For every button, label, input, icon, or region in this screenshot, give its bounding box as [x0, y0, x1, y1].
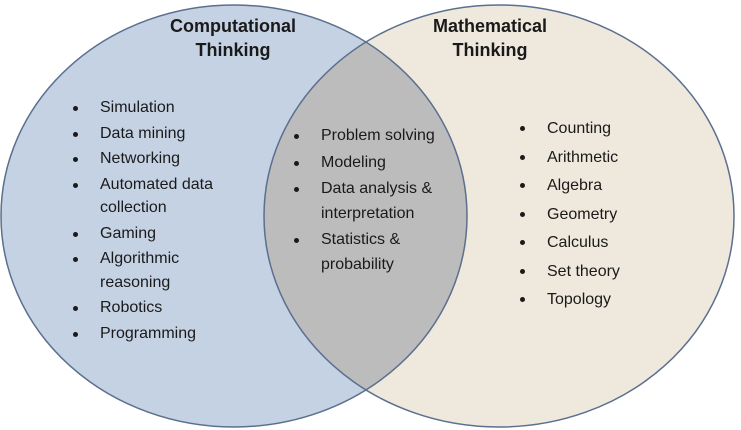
list-item: Robotics — [68, 296, 238, 320]
list-item: Networking — [68, 147, 238, 171]
title-line: Computational — [170, 16, 296, 36]
list-item: Algorithmic reasoning — [68, 247, 238, 294]
computational-thinking-title: Computational Thinking — [148, 14, 318, 62]
right-circle-outline — [263, 4, 735, 428]
list-item: Geometry — [515, 202, 665, 227]
mathematical-thinking-list: Counting Arithmetic Algebra Geometry Cal… — [515, 116, 665, 316]
overlap-region — [264, 5, 467, 427]
list-item: Arithmetic — [515, 145, 665, 170]
computational-thinking-list: Simulation Data mining Networking Automa… — [68, 96, 238, 347]
title-line: Thinking — [195, 40, 271, 60]
list-item: Modeling — [289, 151, 459, 176]
left-circle-outline — [0, 4, 468, 428]
list-item: Algebra — [515, 173, 665, 198]
list-item: Set theory — [515, 259, 665, 284]
list-item: Programming — [68, 322, 238, 346]
title-line: Mathematical — [432, 16, 548, 36]
list-item: Topology — [515, 287, 665, 312]
title-line: Thinking — [452, 40, 528, 60]
list-item: Data mining — [68, 122, 238, 146]
list-item: Problem solving — [289, 124, 459, 149]
mathematical-thinking-title: Mathematical Thinking — [405, 14, 575, 62]
list-item: Gaming — [68, 222, 238, 246]
list-item: Simulation — [68, 96, 238, 120]
list-item: Calculus — [515, 230, 665, 255]
list-item: Data analysis & interpretation — [289, 177, 459, 226]
shared-skills-list: Problem solving Modeling Data analysis &… — [289, 124, 459, 279]
list-item: Counting — [515, 116, 665, 141]
list-item: Automated data collection — [68, 173, 238, 220]
list-item: Statistics & probability — [289, 228, 459, 277]
